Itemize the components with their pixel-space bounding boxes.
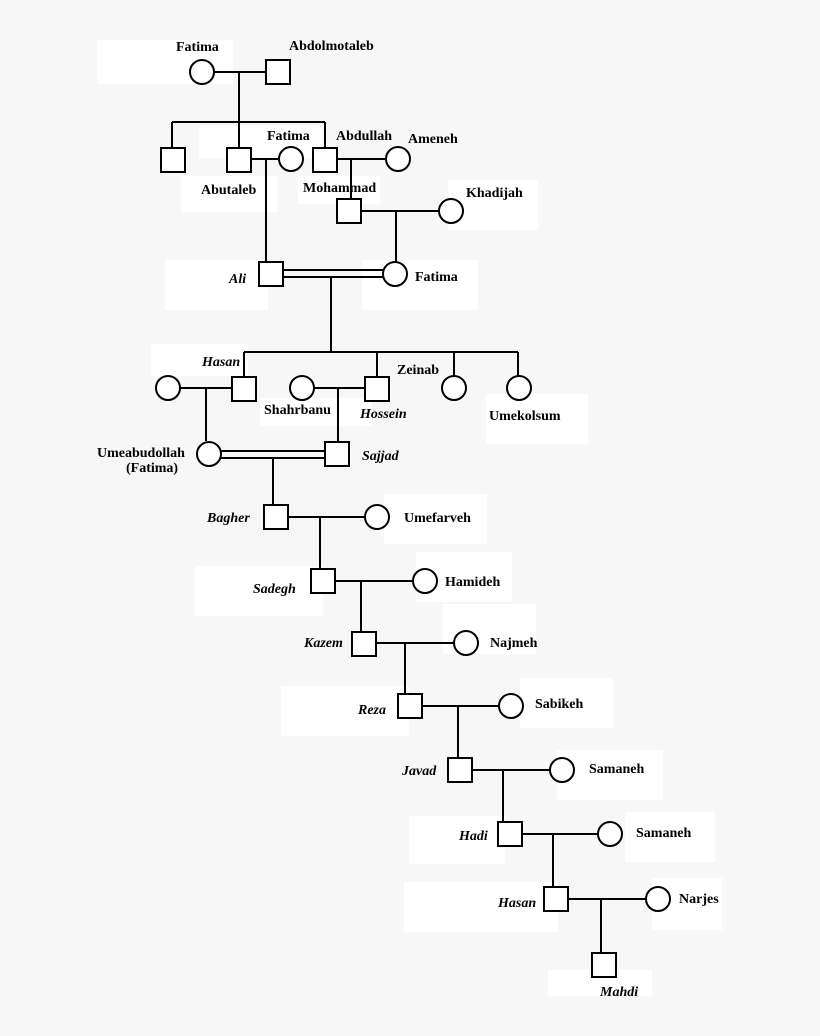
label-mahdi: Mahdi xyxy=(599,985,638,1000)
female-symbol-fatima-2 xyxy=(278,146,304,172)
label-abdolmotaleb: Abdolmotaleb xyxy=(289,39,374,54)
label-najmeh: Najmeh xyxy=(490,636,538,651)
male-symbol-kazem xyxy=(351,631,377,657)
label-backgrounds xyxy=(97,40,722,996)
relationship-lines xyxy=(171,71,646,952)
female-symbol-umeabudollah xyxy=(196,441,222,467)
male-symbol-reza xyxy=(397,693,423,719)
label-zeinab: Zeinab xyxy=(397,363,439,378)
label-sadegh: Sadegh xyxy=(253,582,296,597)
label-mohammad: Mohammad xyxy=(303,181,376,196)
name-labels: Fatima Abdolmotaleb Fatima Abdullah Amen… xyxy=(97,39,719,1000)
male-symbol-unnamed-son xyxy=(160,147,186,173)
label-samaneh-2: Samaneh xyxy=(636,826,691,841)
male-symbol-bagher xyxy=(263,504,289,530)
male-symbol-mahdi xyxy=(591,952,617,978)
label-ameneh: Ameneh xyxy=(408,132,458,147)
female-symbol-fatima-top xyxy=(189,59,215,85)
male-symbol-hadi xyxy=(497,821,523,847)
female-symbol-umefarveh xyxy=(364,504,390,530)
individuals xyxy=(155,59,671,978)
label-abutaleb: Abutaleb xyxy=(201,183,256,198)
female-symbol-shahrbanu xyxy=(289,375,315,401)
female-symbol-narjes xyxy=(645,886,671,912)
label-narjes: Narjes xyxy=(679,892,719,907)
label-hamideh: Hamideh xyxy=(445,575,500,590)
female-symbol-khadijah xyxy=(438,198,464,224)
label-umeabudollah-alias: (Fatima) xyxy=(126,461,178,476)
male-symbol-hossein xyxy=(364,376,390,402)
female-symbol-najmeh xyxy=(453,630,479,656)
male-symbol-sadegh xyxy=(310,568,336,594)
female-symbol-zeinab xyxy=(441,375,467,401)
female-symbol-fatima-3 xyxy=(382,261,408,287)
male-symbol-abdullah xyxy=(312,147,338,173)
male-symbol-hasan-2 xyxy=(543,886,569,912)
female-symbol-hasan-wife xyxy=(155,375,181,401)
label-hadi: Hadi xyxy=(458,829,488,844)
label-bagher: Bagher xyxy=(206,511,250,526)
label-ali: Ali xyxy=(228,272,246,287)
male-symbol-ali xyxy=(258,261,284,287)
label-sajjad: Sajjad xyxy=(362,449,400,464)
male-symbol-abdolmotaleb xyxy=(265,59,291,85)
label-khadijah: Khadijah xyxy=(466,186,523,201)
label-kazem: Kazem xyxy=(303,636,343,651)
label-shahrbanu: Shahrbanu xyxy=(264,403,331,418)
label-fatima-3: Fatima xyxy=(415,270,458,285)
male-symbol-abutaleb xyxy=(226,147,252,173)
female-symbol-samaneh-2 xyxy=(597,821,623,847)
label-hossein: Hossein xyxy=(359,407,407,422)
label-abdullah: Abdullah xyxy=(336,129,392,144)
label-javad: Javad xyxy=(401,764,437,779)
label-hasan-2: Hasan xyxy=(497,896,536,911)
female-symbol-hamideh xyxy=(412,568,438,594)
male-symbol-mohammad xyxy=(336,198,362,224)
label-fatima-2: Fatima xyxy=(267,129,310,144)
label-umekolsum: Umekolsum xyxy=(489,409,561,424)
label-reza: Reza xyxy=(357,703,386,718)
label-sabikeh: Sabikeh xyxy=(535,697,583,712)
male-symbol-hasan-1 xyxy=(231,376,257,402)
label-umeabudollah: Umeabudollah xyxy=(97,446,185,461)
label-hasan-1: Hasan xyxy=(201,355,240,370)
male-symbol-sajjad xyxy=(324,441,350,467)
label-fatima-top: Fatima xyxy=(176,40,219,55)
male-symbol-javad xyxy=(447,757,473,783)
female-symbol-umekolsum xyxy=(506,375,532,401)
female-symbol-samaneh-1 xyxy=(549,757,575,783)
female-symbol-ameneh xyxy=(385,146,411,172)
label-samaneh-1: Samaneh xyxy=(589,762,644,777)
female-symbol-sabikeh xyxy=(498,693,524,719)
label-umefarveh: Umefarveh xyxy=(404,511,471,526)
